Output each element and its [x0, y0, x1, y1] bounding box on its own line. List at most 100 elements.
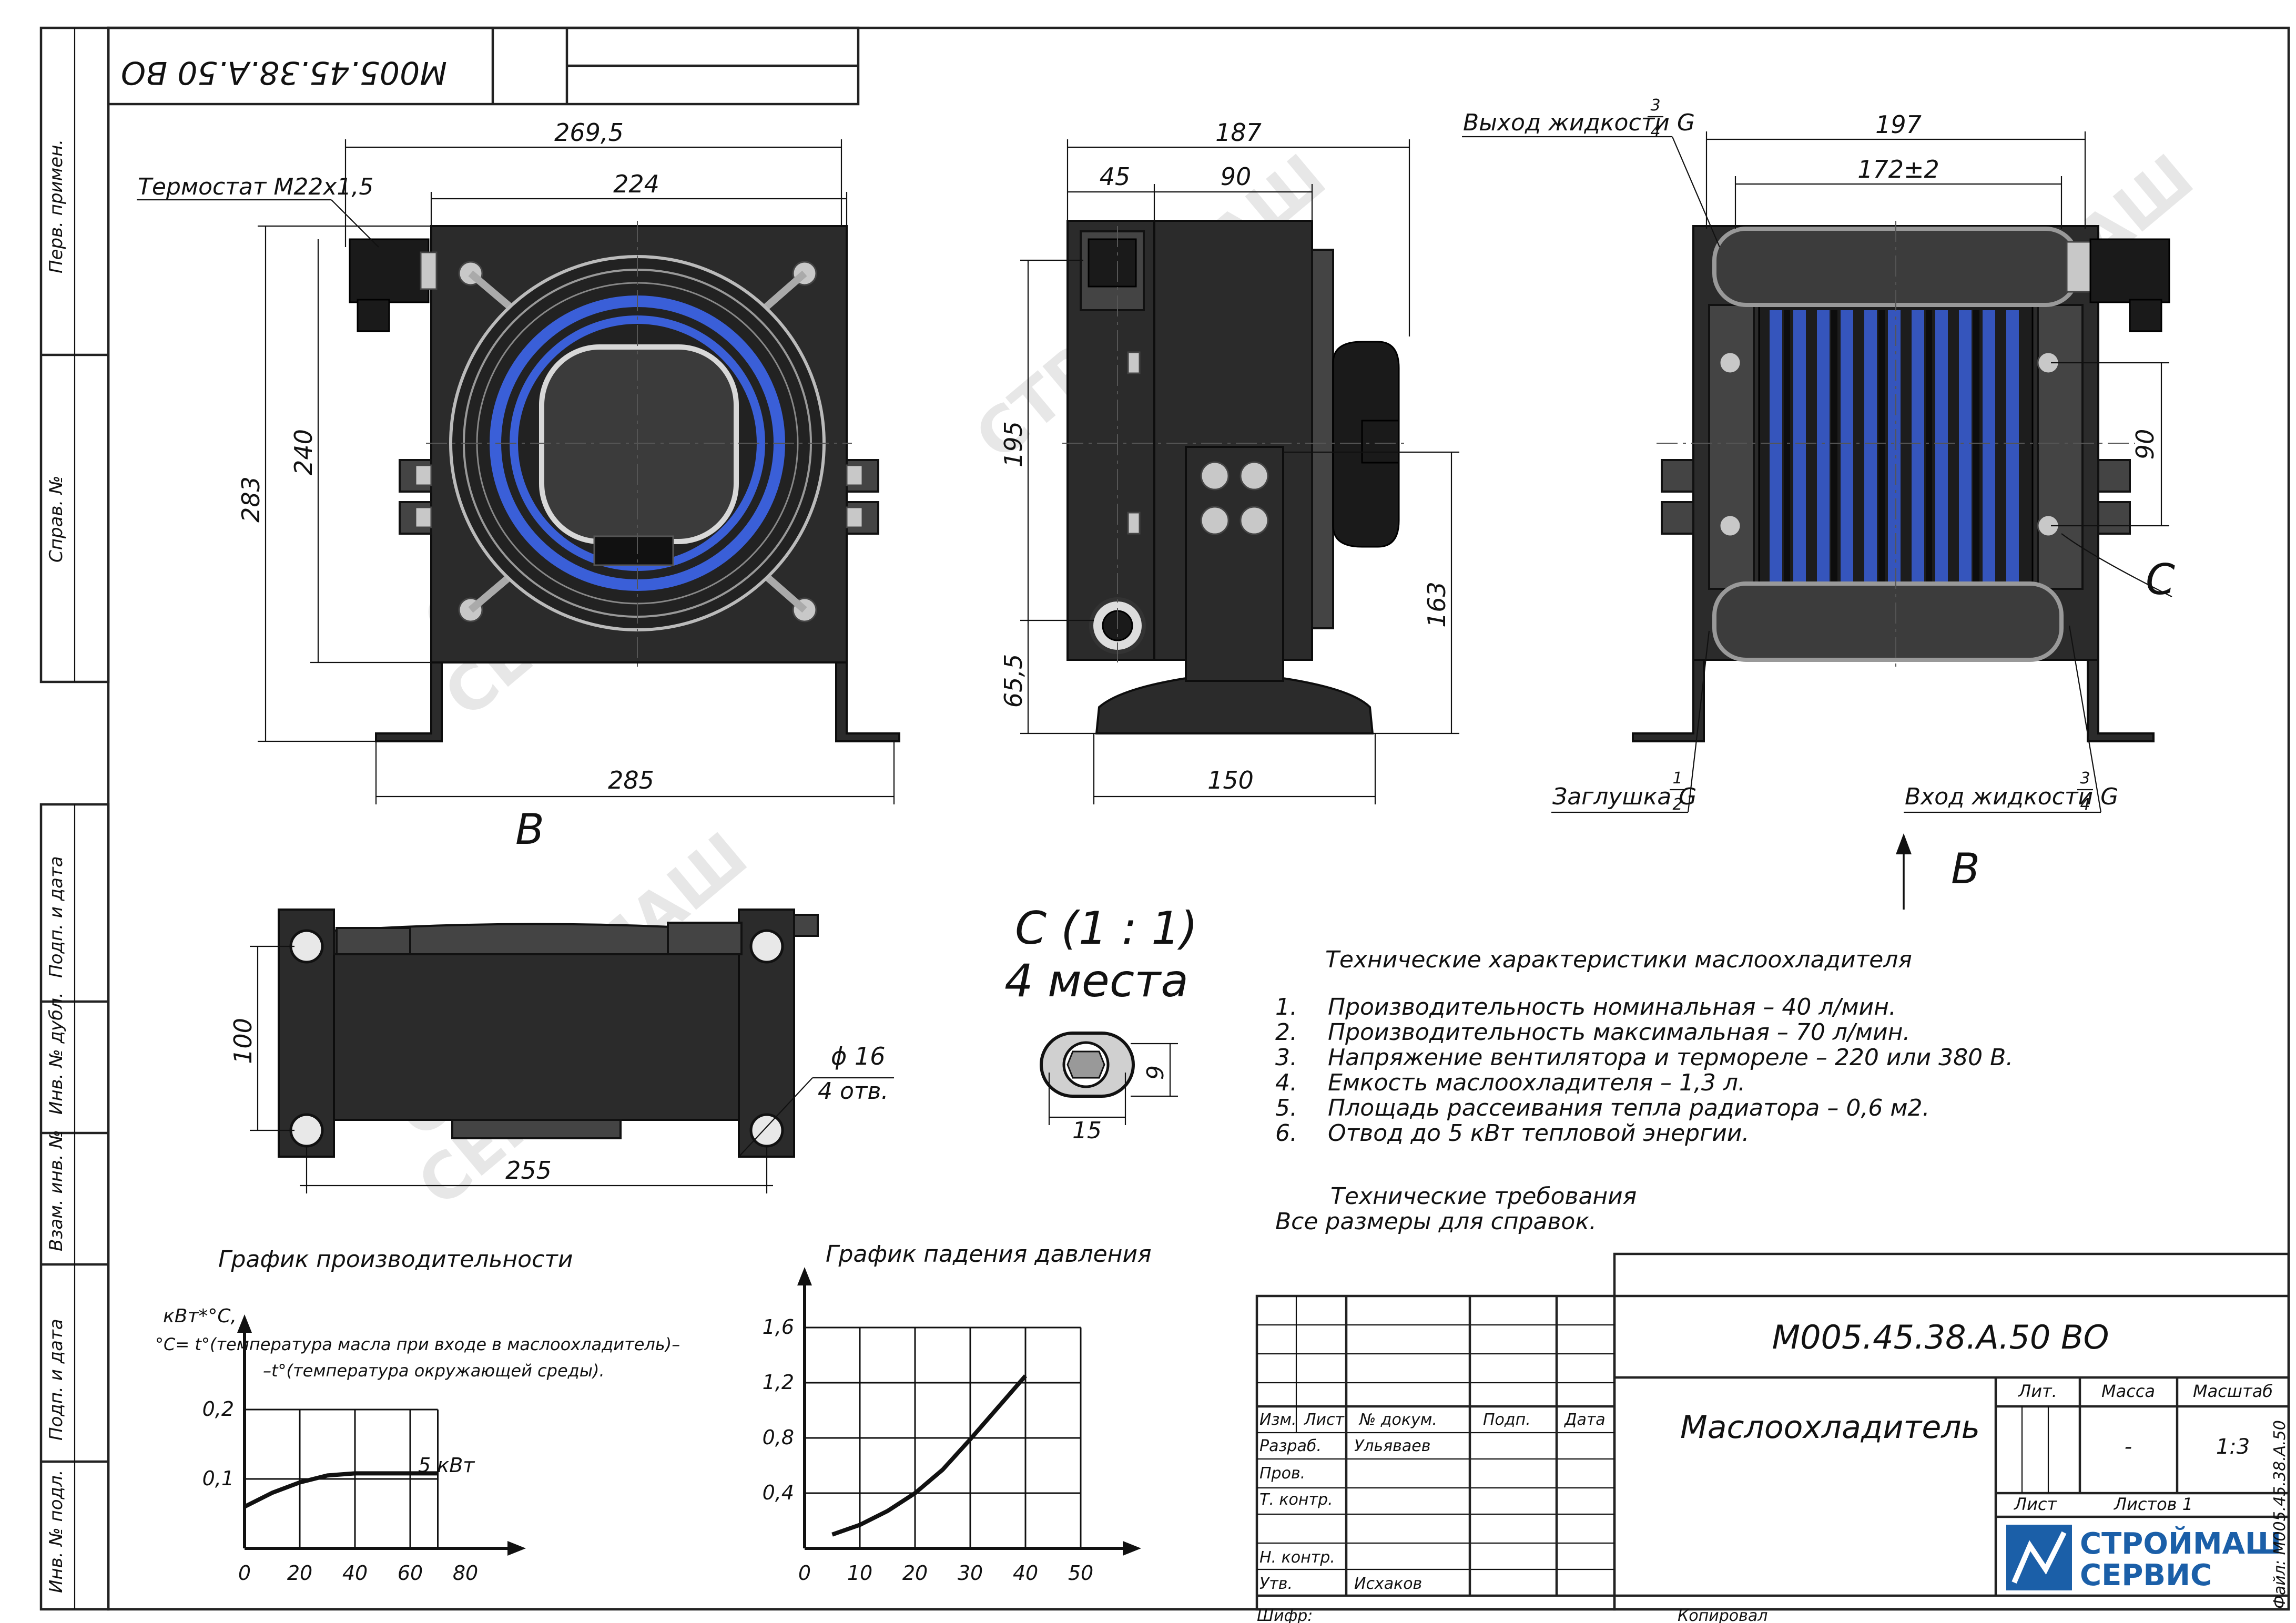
detail-c-title-2: 4 места: [1004, 955, 1188, 1007]
tb-scale: 1:3: [2216, 1435, 2250, 1459]
side-view: [1062, 220, 1404, 734]
inlet-frac-den: 4: [2080, 795, 2090, 814]
tb-sheet-label: Лист: [2014, 1494, 2057, 1514]
tb-mass: -: [2125, 1435, 2132, 1459]
specs-title: Технические характеристики маслоохладите…: [1325, 946, 1912, 973]
dim-side-w-total: 187: [1215, 118, 1262, 147]
dim-bottom-w: 255: [505, 1156, 552, 1185]
spec-n-2: 2.: [1275, 1019, 1297, 1046]
tb-col-izm: Изм.: [1259, 1411, 1297, 1429]
tb-cipher: Шифр:: [1257, 1607, 1313, 1623]
dim-detail-w: 15: [1072, 1117, 1102, 1144]
chart-performance: График производительности кВт*°С, °С= t°…: [155, 1246, 680, 1585]
tb-sheets-label: Листов 1: [2114, 1494, 2193, 1514]
tb-role-utv: Утв.: [1259, 1575, 1293, 1593]
front-view-dims: 269,5 224 283 240 285 Термостат М22х1,5 …: [137, 118, 895, 854]
label-exch-inv: Взам. инв. №: [46, 1130, 67, 1251]
spec-text-4: Емкость маслоохладителя – 1,3 л.: [1328, 1069, 1745, 1096]
chart2-x-tick-label: 50: [1068, 1561, 1093, 1585]
dim-rear-w-total: 197: [1875, 110, 1922, 139]
label-sign-date-1: Подп. и дата: [46, 856, 67, 978]
dim-bottom-h: 100: [229, 1018, 257, 1064]
label-first-use: Перв. примен.: [46, 139, 67, 273]
chart1-y-axis-arrow: [237, 1314, 252, 1333]
tb-role-prov: Пров.: [1259, 1464, 1305, 1483]
chart2-y-tick-label: 0,4: [763, 1481, 794, 1504]
bottom-view-dims: 100 255 ϕ 16 4 отв.: [229, 945, 894, 1193]
chart1-series-line-0: [243, 1471, 438, 1509]
dim-rear-w-inner-label: 172±2: [1857, 155, 1939, 183]
callout-thermostat: Термостат М22х1,5: [138, 173, 373, 200]
tb-col-doc: № докум.: [1358, 1411, 1437, 1429]
front-view: [349, 221, 900, 742]
chart1-note-2: –t°(температура окружающей среды).: [263, 1361, 605, 1381]
chart1-note-1: °С= t°(температура масла при входе в мас…: [155, 1334, 680, 1354]
front-view-letter: B: [515, 805, 544, 854]
dim-front-h-total: 283: [237, 476, 265, 523]
tb-col-data: Дата: [1563, 1411, 1606, 1429]
spec-n-4: 4.: [1275, 1069, 1297, 1096]
dim-side-h-c: 163: [1423, 581, 1451, 628]
detail-c-letter: C: [2146, 555, 2175, 604]
tb-designation: М005.45.38.А.50 ВО: [1772, 1318, 2109, 1356]
dim-front-w-total: 269,5: [554, 118, 624, 147]
label-sign-date-2: Подп. и дата: [46, 1319, 67, 1441]
chart1-y-tick-label: 0,2: [202, 1397, 234, 1421]
spec-text-6: Отвод до 5 кВт тепловой энергии.: [1328, 1120, 1749, 1147]
rear-view: [1632, 221, 2170, 742]
tb-name: Маслоохладитель: [1680, 1409, 1980, 1446]
chart1-series-label: 5 кВт: [418, 1454, 475, 1477]
spec-text-3: Напряжение вентилятора и термореле – 220…: [1328, 1044, 2013, 1071]
tb-person-razrab: Ульяваев: [1354, 1437, 1430, 1455]
plug-frac-den: 2: [1672, 795, 1682, 814]
dim-side-h-b: 65,5: [999, 654, 1028, 708]
dim-side-w-a: 45: [1100, 162, 1131, 191]
company-logo: СТРОЙМАШ СЕРВИС: [2006, 1525, 2281, 1593]
chart2-x-tick-label: 0: [798, 1561, 811, 1585]
company-line-2: СЕРВИС: [2080, 1558, 2212, 1593]
chart2-x-tick-label: 20: [902, 1561, 928, 1585]
chart1-x-tick-label: 40: [342, 1561, 368, 1585]
plug-frac-num: 1: [1672, 769, 1682, 788]
tb-mass-label: Масса: [2101, 1381, 2155, 1401]
tb-copied: Копировал: [1678, 1607, 1767, 1623]
inlet-label: Вход жидкости G: [1905, 783, 2118, 810]
dim-side-h-a: 195: [999, 421, 1028, 467]
chart2-y-axis-arrow: [797, 1267, 812, 1285]
tb-role-razrab: Разраб.: [1259, 1437, 1322, 1455]
chart2-x-tick-label: 10: [847, 1561, 872, 1585]
dim-front-w-base: 285: [608, 766, 654, 794]
spec-text-2: Производительность максимальная – 70 л/м…: [1328, 1019, 1910, 1046]
spec-n-1: 1.: [1275, 994, 1297, 1020]
tb-col-list: Лист: [1304, 1411, 1345, 1429]
plug-label: Заглушка G: [1552, 783, 1696, 810]
chart2-x-tick-label: 30: [958, 1561, 983, 1585]
spec-n-3: 3.: [1275, 1044, 1297, 1071]
chart2-y-tick-label: 1,6: [763, 1315, 794, 1339]
chart2-y-tick-label: 1,2: [763, 1371, 794, 1394]
spec-n-5: 5.: [1275, 1095, 1297, 1121]
title-block: М005.45.38.А.50 ВО Маслоохладитель Изм. …: [1255, 1252, 2290, 1623]
chart2-title: График падения давления: [826, 1241, 1152, 1268]
chart1-title: График производительности: [218, 1246, 573, 1273]
radiator-fins: [1770, 310, 2019, 584]
spec-text-1: Производительность номинальная – 40 л/ми…: [1328, 994, 1896, 1020]
chart1-x-tick-label: 80: [453, 1561, 478, 1585]
label-orig-inv: Инв. № подл.: [46, 1469, 67, 1593]
inlet-frac-num: 3: [2080, 769, 2090, 788]
rear-view-letter: B: [1951, 844, 1980, 893]
dim-front-w-frame: 224: [613, 170, 659, 198]
spec-n-6: 6.: [1275, 1120, 1297, 1147]
tb-role-tkontr: Т. контр.: [1259, 1491, 1333, 1509]
chart1-ylabel: кВт*°С,: [163, 1305, 237, 1327]
chart1-x-axis-arrow: [507, 1541, 526, 1556]
chart2-y-tick-label: 0,8: [763, 1426, 794, 1449]
side-view-dims: 187 45 90 195 65,5 163 150: [999, 118, 1459, 804]
chart2-series-line-0: [831, 1374, 1028, 1537]
requirements-title: Технические требования: [1330, 1183, 1637, 1210]
chart1-x-tick-label: 0: [238, 1561, 251, 1585]
tb-col-podp: Подп.: [1483, 1411, 1531, 1429]
dim-bottom-hole-d: ϕ 16: [831, 1042, 886, 1070]
designation-flipped: М005.45.38.А.50 ВО: [121, 54, 447, 91]
dim-rear-w-inner: 90: [2131, 429, 2159, 460]
